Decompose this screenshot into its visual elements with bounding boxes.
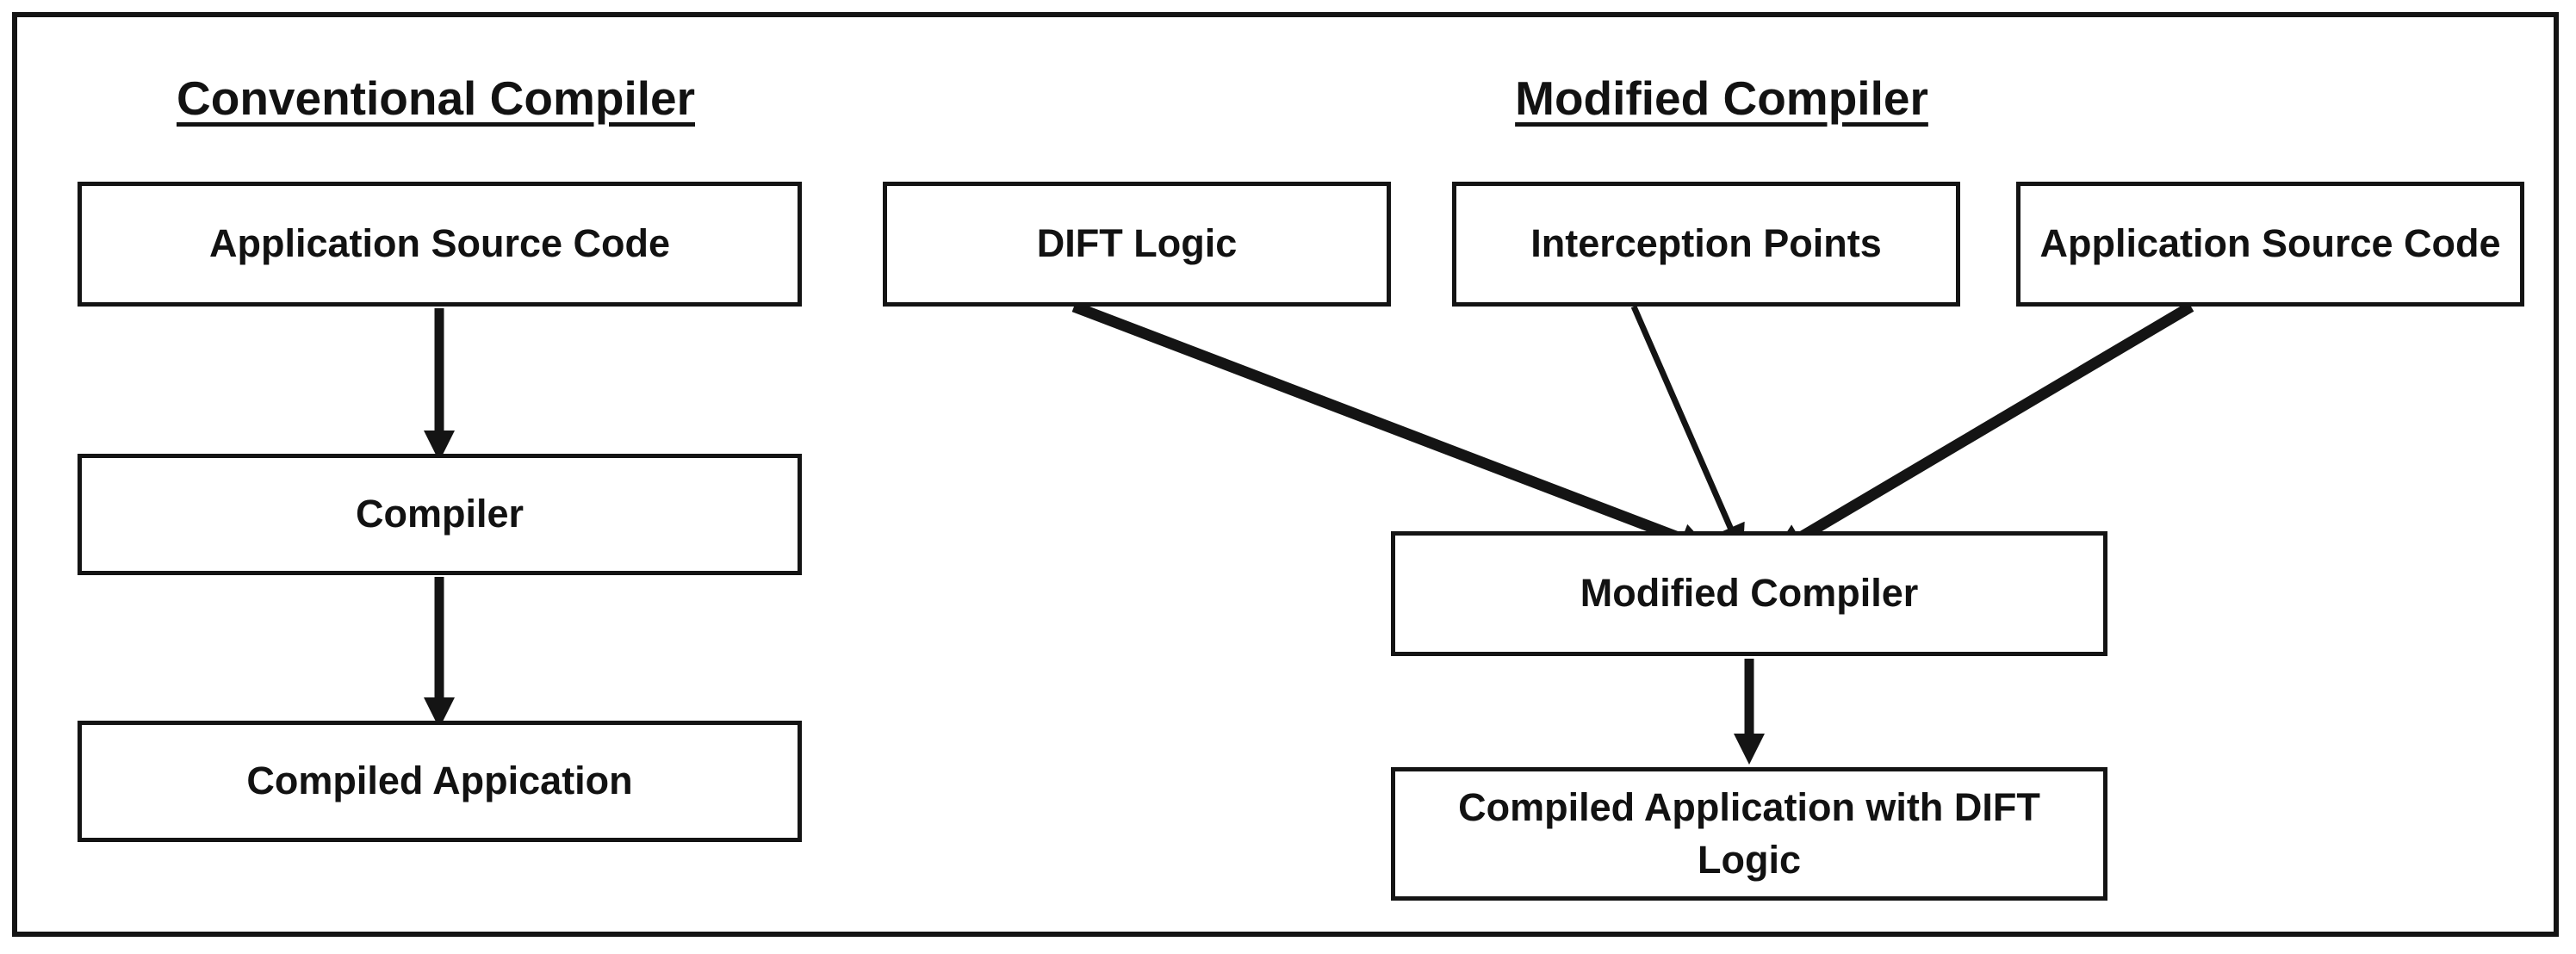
modified-compiler-title: Modified Compiler	[1515, 71, 1928, 125]
node-application-source-code-left: Application Source Code	[78, 182, 802, 307]
conventional-compiler-title: Conventional Compiler	[177, 71, 695, 125]
node-dift-logic: DIFT Logic	[883, 182, 1391, 307]
diagram-border	[12, 12, 2559, 937]
node-interception-points: Interception Points	[1452, 182, 1960, 307]
node-compiler: Compiler	[78, 454, 802, 575]
node-compiled-application: Compiled Appication	[78, 721, 802, 842]
node-modified-compiler: Modified Compiler	[1391, 531, 2107, 656]
node-compiled-application-with-dift-logic: Compiled Application with DIFT Logic	[1391, 767, 2107, 901]
node-application-source-code-right: Application Source Code	[2016, 182, 2524, 307]
